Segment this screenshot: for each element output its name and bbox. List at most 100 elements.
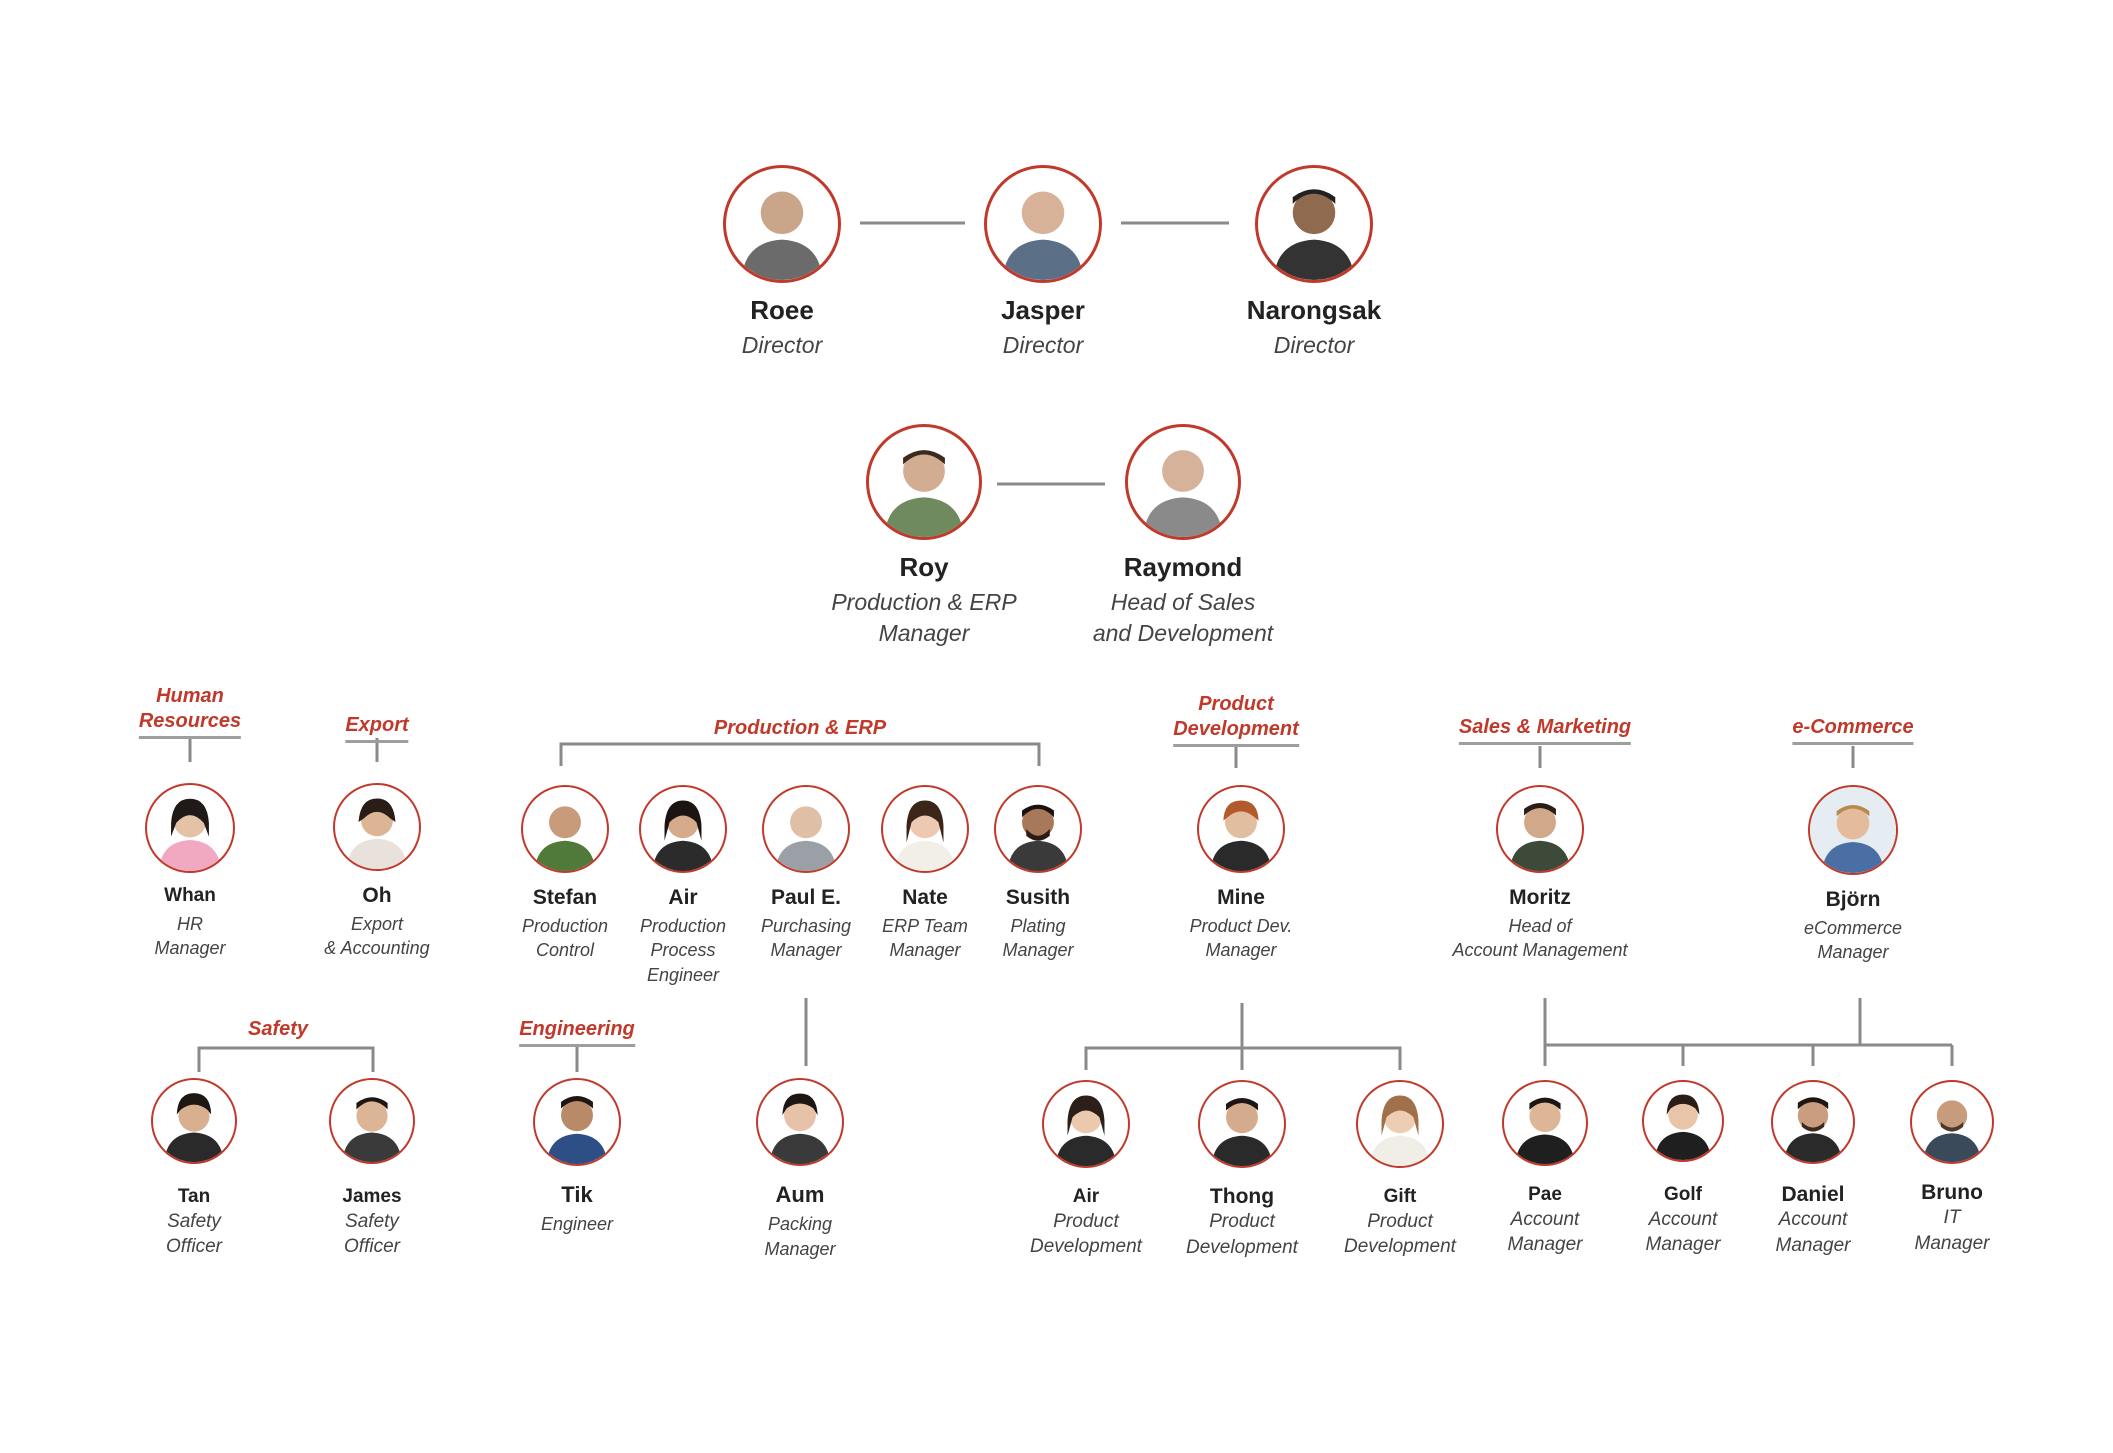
person-name: Air [1072, 1186, 1100, 1207]
person-card-gift: Gift Product Development [1330, 1080, 1470, 1260]
person-name: Narongsak [1246, 295, 1382, 325]
person-role: Safety Officer [166, 1210, 222, 1258]
person-name: Paul E. [770, 886, 842, 909]
dept-label-production-erp: Production & ERP [713, 717, 887, 739]
person-role: Safety Officer [344, 1210, 400, 1258]
person-role: Product Development [1030, 1210, 1142, 1258]
dept-label-human-resources: Human Resources [138, 684, 242, 739]
person-photo-icon [639, 785, 727, 873]
person-card-tik: Tik Engineer [517, 1078, 637, 1237]
person-photo-icon [1198, 1080, 1286, 1168]
person-card-oh: Oh Export & Accounting [297, 783, 457, 961]
person-photo-icon [151, 1078, 237, 1164]
person-role: Product Development [1344, 1210, 1456, 1258]
person-name: Raymond [1123, 552, 1243, 582]
person-name: Whan [164, 885, 216, 906]
person-name: Roy [899, 552, 949, 582]
dept-label-safety: Safety [247, 1018, 309, 1040]
person-role: Packing Manager [764, 1214, 836, 1259]
person-photo-icon [756, 1078, 844, 1166]
dept-label-export: Export [345, 713, 409, 743]
person-role: Account Manager [1775, 1209, 1851, 1256]
person-card-thong: Thong Product Development [1172, 1080, 1312, 1260]
person-card-air-product-dev: Air Product Development [1016, 1080, 1156, 1260]
person-photo-icon [333, 783, 421, 871]
person-photo-icon [1496, 785, 1584, 873]
dept-label-product-development: Product Development [1173, 692, 1299, 747]
person-card-tan: Tan Safety Officer [139, 1078, 249, 1260]
person-role: Director [741, 332, 823, 359]
person-photo-icon [533, 1078, 621, 1166]
person-card-whan: Whan HR Manager [120, 783, 260, 960]
person-name: Moritz [1509, 886, 1571, 909]
person-role: Director [1002, 332, 1084, 359]
person-card-susith: Susith Plating Manager [978, 785, 1098, 963]
person-card-stefan: Stefan Production Control [505, 785, 625, 963]
person-role: Account Manager [1507, 1208, 1583, 1256]
person-name: Tik [561, 1182, 593, 1207]
person-photo-icon [994, 785, 1082, 873]
person-role: Engineer [540, 1214, 614, 1235]
person-name: Björn [1825, 888, 1881, 911]
person-name: Golf [1664, 1184, 1702, 1205]
person-photo-icon [762, 785, 850, 873]
person-photo-icon [145, 783, 235, 873]
person-photo-icon [1356, 1080, 1444, 1168]
person-card-mine: Mine Product Dev. Manager [1166, 785, 1316, 963]
person-card-paul: Paul E. Purchasing Manager [741, 785, 871, 963]
dept-label-sales-marketing: Sales & Marketing [1458, 715, 1632, 745]
person-name: Air [668, 886, 698, 909]
person-role: Production Process Engineer [639, 916, 727, 985]
person-photo-icon [866, 424, 982, 540]
person-name: Bruno [1921, 1181, 1983, 1204]
person-card-roy: Roy Production & ERP Manager [814, 424, 1034, 649]
person-name: Gift [1383, 1186, 1417, 1207]
person-card-roee: Roee Director [697, 165, 867, 361]
person-role: Account Manager [1645, 1208, 1721, 1256]
person-role: Production & ERP Manager [831, 589, 1017, 647]
person-photo-icon [881, 785, 969, 873]
person-role: HR Manager [154, 913, 226, 959]
person-role: Production Control [521, 916, 609, 961]
person-role: Director [1273, 332, 1355, 359]
person-card-raymond: Raymond Head of Sales and Development [1063, 424, 1303, 649]
person-photo-icon [1502, 1080, 1588, 1166]
person-role: Product Development [1186, 1211, 1298, 1258]
person-name: Pae [1528, 1184, 1562, 1205]
person-photo-icon [723, 165, 841, 283]
person-name: Tan [177, 1186, 211, 1207]
person-role: Head of Account Management [1452, 916, 1628, 961]
person-name: Mine [1217, 886, 1265, 909]
person-photo-icon [1125, 424, 1241, 540]
person-card-aum: Aum Packing Manager [740, 1078, 860, 1261]
person-card-bjorn: Björn eCommerce Manager [1783, 785, 1923, 965]
person-card-air-production: Air Production Process Engineer [623, 785, 743, 987]
person-photo-icon [1042, 1080, 1130, 1168]
person-card-daniel: Daniel Account Manager [1753, 1080, 1873, 1258]
person-photo-icon [1255, 165, 1373, 283]
person-role: Plating Manager [1002, 916, 1074, 961]
person-role: Product Dev. Manager [1189, 916, 1293, 961]
person-card-bruno: Bruno IT Manager [1892, 1080, 2012, 1256]
person-role: ERP Team Manager [882, 916, 968, 961]
person-photo-icon [329, 1078, 415, 1164]
person-card-moritz: Moritz Head of Account Management [1430, 785, 1650, 963]
person-photo-icon [521, 785, 609, 873]
person-card-nate: Nate ERP Team Manager [860, 785, 990, 963]
person-photo-icon [984, 165, 1102, 283]
person-name: Jasper [1001, 295, 1085, 325]
person-name: Aum [775, 1182, 825, 1207]
person-name: Thong [1209, 1185, 1275, 1208]
person-card-pae: Pae Account Manager [1485, 1080, 1605, 1258]
person-role: IT Manager [1914, 1207, 1990, 1254]
person-name: James [342, 1186, 402, 1207]
person-photo-icon [1642, 1080, 1724, 1162]
person-name: Stefan [532, 886, 598, 909]
person-role: Head of Sales and Development [1092, 589, 1274, 647]
person-role: Purchasing Manager [760, 916, 852, 961]
person-name: Nate [902, 886, 948, 909]
person-role: Export & Accounting [324, 914, 430, 959]
person-name: Susith [1005, 886, 1071, 909]
person-name: Daniel [1781, 1183, 1845, 1206]
